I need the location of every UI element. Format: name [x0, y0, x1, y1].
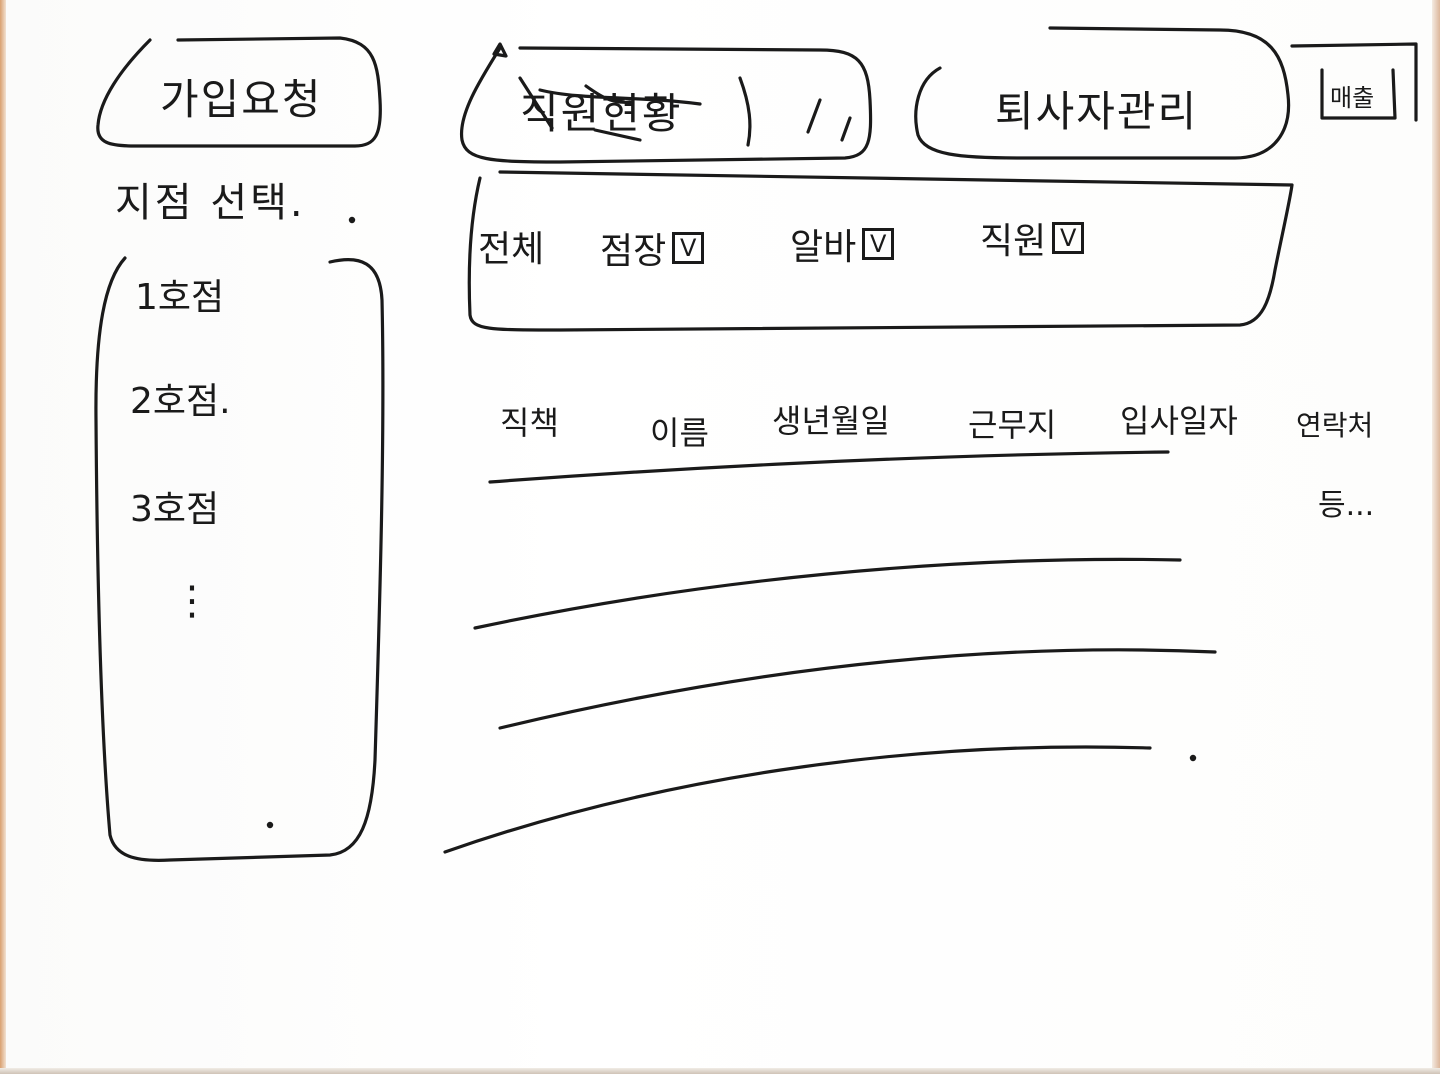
table-row-line-3	[443, 745, 1152, 854]
filter-option-parttime-checkbox[interactable]: V	[862, 228, 895, 260]
filter-option-manager[interactable]: 점장 V	[600, 222, 705, 274]
column-header-more: 등...	[1318, 488, 1375, 523]
column-header-contact: 연락처	[1296, 409, 1374, 442]
sales-tab-frame	[1290, 42, 1418, 122]
table-row-line-1	[473, 557, 1182, 630]
branch-item-2[interactable]: 2호점.	[130, 381, 231, 422]
employee-status-tab-outline	[459, 46, 873, 164]
stray-dot-1	[1189, 754, 1197, 762]
filter-option-staff-label: 직원	[980, 221, 1047, 262]
employee-status-tab[interactable]: 직원현황	[520, 89, 683, 138]
column-header-position: 직책	[500, 404, 559, 442]
table-header-underline	[488, 450, 1170, 484]
stray-dot-3	[348, 216, 356, 224]
employee-status-scribble	[518, 76, 852, 147]
paper-edge-bottom	[0, 1068, 1440, 1074]
column-header-hire-date: 입사일자	[1120, 402, 1238, 440]
signup-tab-outline	[96, 36, 382, 148]
column-header-workplace: 근무지	[968, 406, 1057, 444]
filter-option-manager-label: 점장	[600, 231, 667, 272]
filter-option-manager-checkbox[interactable]: V	[672, 232, 705, 264]
sales-tab[interactable]: 매출	[1330, 84, 1375, 112]
resignation-tab-outline	[914, 26, 1291, 160]
filter-option-parttime-label: 알바	[790, 227, 857, 268]
branch-item-1[interactable]: 1호점	[135, 277, 225, 318]
signup-tab[interactable]: 가입요청	[160, 75, 323, 124]
column-header-name: 이름	[650, 414, 709, 452]
employee-status-tab-corner	[492, 42, 508, 58]
resignation-tab[interactable]: 퇴사자관리	[995, 87, 1199, 136]
sales-tab-box	[1320, 68, 1397, 120]
branch-item-3[interactable]: 3호점	[130, 489, 220, 530]
filter-option-staff[interactable]: 직원 V	[980, 212, 1085, 264]
filter-option-staff-checkbox[interactable]: V	[1052, 222, 1085, 254]
paper-edge-right	[1432, 0, 1440, 1074]
column-header-birthdate: 생년월일	[772, 402, 890, 440]
branch-select-title: 지점 선택.	[115, 180, 306, 226]
branch-list-more-icon: ⋮	[172, 578, 212, 624]
filter-box-outline	[467, 170, 1294, 332]
paper-edge-left	[0, 0, 6, 1074]
stray-dot-2	[266, 821, 274, 829]
filter-all-text: 전체	[478, 229, 545, 270]
branch-list-outline	[94, 256, 385, 862]
filter-option-parttime[interactable]: 알바 V	[790, 218, 895, 270]
table-row-line-2	[498, 648, 1217, 730]
filter-all-label[interactable]: 전체	[478, 220, 544, 272]
